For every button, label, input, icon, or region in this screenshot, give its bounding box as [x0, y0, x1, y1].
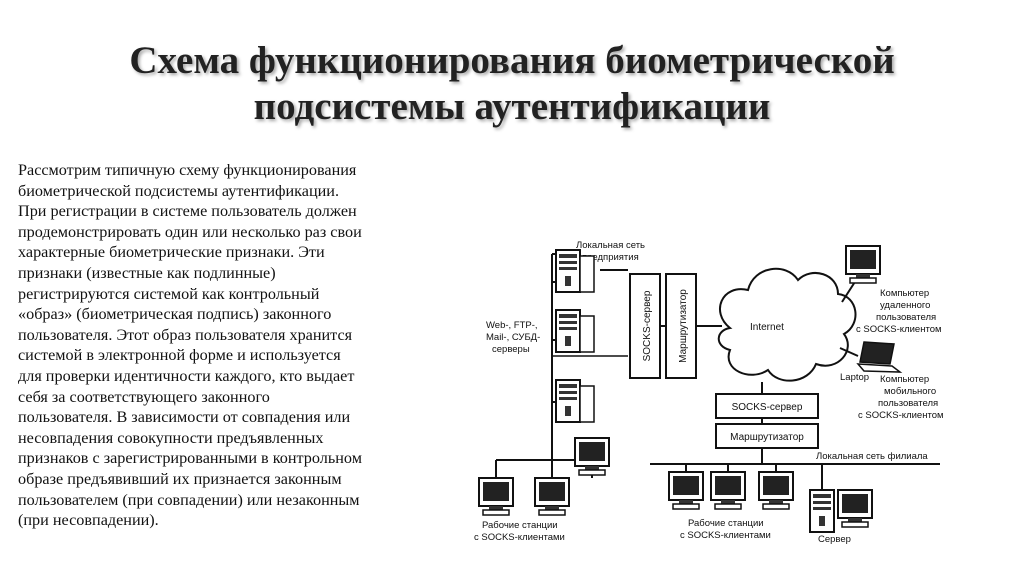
- slide-title: Схема функционирования биометрической по…: [0, 38, 1024, 130]
- svg-text:Компьютер: Компьютер: [880, 374, 929, 385]
- branch-server-icon: [809, 489, 873, 533]
- body-line: системой в электронной форме и используе…: [18, 346, 341, 365]
- body-line: характерные биометрические признаки. Эти: [18, 243, 325, 262]
- svg-text:Web-, FTP-,: Web-, FTP-,: [486, 320, 538, 331]
- server-tower-icon: [555, 249, 595, 293]
- branch-lan-label: Локальная сеть филиала: [816, 451, 928, 462]
- body-line: признаки (известные как подлинные): [18, 263, 276, 282]
- slide-title-line-1: Схема функционирования биометрической: [129, 39, 895, 82]
- body-line: «образ» (биометрическая подпись) законно…: [18, 305, 332, 324]
- branch-router-label: Маршрутизатор: [730, 432, 804, 443]
- body-line: (при несовпадении).: [18, 511, 159, 530]
- mobile-user-label: Компьютер мобильного пользователя с SOCK…: [858, 374, 944, 421]
- svg-text:предприятия: предприятия: [582, 252, 639, 263]
- svg-text:с SOCKS-клиентом: с SOCKS-клиентом: [858, 410, 944, 421]
- svg-text:удаленного: удаленного: [880, 300, 930, 311]
- svg-text:Локальная сеть: Локальная сеть: [576, 240, 645, 251]
- branch-workstation-icon: [710, 471, 746, 510]
- enterprise-workstation-icon: [534, 477, 570, 516]
- remote-user-label: Компьютер удаленного пользователя с SOCK…: [856, 288, 942, 335]
- enterprise-workstation-icon: [478, 477, 514, 516]
- enterprise-lan-label: Локальная сеть предприятия: [576, 240, 645, 263]
- body-line: образе предъявивший их признается законн…: [18, 469, 342, 488]
- branch-router-box: [715, 423, 819, 449]
- svg-text:Компьютер: Компьютер: [880, 288, 929, 299]
- body-line: признаков с зарегистрированными в контро…: [18, 449, 362, 468]
- internet-cloud-icon: [717, 267, 857, 382]
- network-diagram: Локальная сеть предприятия Web-, FTP-, M…: [474, 240, 944, 545]
- server-label: Сервер: [818, 534, 851, 545]
- body-line: для проверки идентичности каждого, кто в…: [18, 366, 355, 385]
- branch-workstation-icon: [668, 471, 704, 510]
- slide-title-line-2: подсистемы аутентификации: [253, 85, 771, 128]
- svg-text:с SOCKS-клиентом: с SOCKS-клиентом: [856, 324, 942, 335]
- body-line: регистрируются системой как контрольный: [18, 284, 320, 303]
- body-line: При регистрации в системе пользователь д…: [18, 202, 357, 221]
- svg-text:серверы: серверы: [492, 344, 530, 355]
- branch-workstations-label: Рабочие станции с SOCKS-клиентами: [680, 518, 771, 541]
- body-line: Рассмотрим типичную схему функционирован…: [18, 161, 357, 179]
- svg-text:Рабочие станции: Рабочие станции: [482, 520, 558, 531]
- server-tower-icon: [555, 309, 595, 353]
- enterprise-workstation-icon: [574, 437, 610, 476]
- svg-text:Mail-, СУБД-: Mail-, СУБД-: [486, 332, 540, 343]
- body-line: пользователя. В зависимости от совпадени…: [18, 408, 351, 427]
- svg-text:Рабочие станции: Рабочие станции: [688, 518, 764, 529]
- laptop-label: Laptop: [840, 372, 869, 383]
- body-line: продемонстрировать один или несколько ра…: [18, 222, 362, 241]
- svg-text:с SOCKS-клиентами: с SOCKS-клиентами: [680, 530, 771, 541]
- body-line: пользователем (при совпадении) или незак…: [18, 490, 360, 509]
- svg-text:пользователя: пользователя: [878, 398, 938, 409]
- svg-text:мобильного: мобильного: [884, 386, 936, 397]
- body-line: себя за соответствующего законного: [18, 387, 270, 406]
- router-label: Маршрутизатор: [678, 289, 689, 363]
- body-line: несовпадения совокупности предъявленных: [18, 428, 324, 447]
- laptop-icon: [857, 341, 901, 373]
- branch-workstation-icon: [758, 471, 794, 510]
- servers-label: Web-, FTP-, Mail-, СУБД- серверы: [486, 320, 540, 355]
- branch-socks-server-box: [715, 393, 819, 419]
- svg-text:пользователя: пользователя: [876, 312, 936, 323]
- socks-server-label: SOCKS-сервер: [642, 290, 653, 361]
- enterprise-workstations-label: Рабочие станции с SOCKS-клиентами: [474, 520, 565, 543]
- branch-socks-server-label: SOCKS-сервер: [732, 402, 803, 413]
- body-line: биометрической подсистемы аутентификации…: [18, 181, 339, 200]
- server-tower-icon: [555, 379, 595, 423]
- socks-server-box: [629, 273, 661, 379]
- remote-computer-icon: [845, 245, 881, 284]
- internet-label: Internet: [750, 322, 784, 333]
- svg-text:с SOCKS-клиентами: с SOCKS-клиентами: [474, 532, 565, 543]
- body-line: пользователя. Этот образ пользователя хр…: [18, 325, 353, 344]
- body-paragraph: Рассмотрим типичную схему функционирован…: [18, 160, 448, 531]
